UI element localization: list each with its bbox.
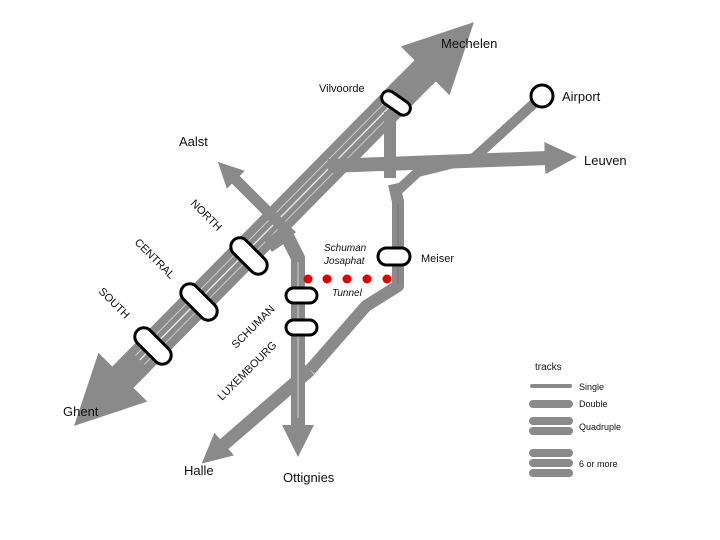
label-mechelen: Mechelen [441, 36, 497, 51]
station-vilvoorde [380, 89, 412, 117]
station-north [229, 236, 269, 276]
track-main-axis-divider-a [129, 81, 406, 362]
track-aalst [217, 161, 296, 240]
label-south: SOUTH [96, 286, 132, 322]
track-lines [74, 22, 577, 464]
legend-label-six: 6 or more [579, 459, 618, 469]
station-meiser [376, 246, 412, 267]
label-tunnel-josaphat: Josaphat [323, 256, 366, 267]
legend-label-double: Double [579, 399, 608, 409]
tunnel-dot [362, 274, 372, 284]
stations [133, 83, 555, 366]
legend-label-quadruple: Quadruple [579, 422, 621, 432]
label-north: NORTH [188, 198, 224, 234]
station-airport [529, 83, 555, 109]
legend: tracks Single Double Quadruple 6 or more [529, 362, 621, 477]
label-leuven: Leuven [584, 153, 627, 168]
label-ottignies: Ottignies [283, 470, 335, 485]
arrow-mechelen [389, 22, 474, 107]
label-luxembourg: LUXEMBOURG [216, 339, 280, 403]
legend-label-single: Single [579, 382, 604, 392]
tunnel-dot [303, 274, 313, 284]
label-meiser: Meiser [421, 253, 454, 265]
station-south [133, 326, 173, 366]
legend-title: tracks [535, 362, 562, 373]
track-airport [390, 94, 544, 198]
label-halle: Halle [184, 463, 214, 478]
label-tunnel-schuman: Schuman [324, 243, 367, 254]
label-airport: Airport [562, 89, 601, 104]
station-luxembourg [284, 318, 319, 337]
label-vilvoorde: Vilvoorde [319, 83, 365, 95]
track-main-axis-center [127, 85, 411, 373]
label-tunnel-tunnel: Tunnel [332, 288, 363, 299]
tunnel-dot [322, 274, 332, 284]
tunnel-dot [342, 274, 352, 284]
arrow-ghent [74, 349, 151, 426]
station-central [179, 282, 219, 322]
track-meiser [305, 182, 404, 374]
station-schuman [284, 286, 319, 305]
label-aalst: Aalst [179, 134, 208, 149]
tunnel-dot [382, 274, 392, 284]
label-central: CENTRAL [132, 237, 177, 282]
label-ghent: Ghent [63, 404, 99, 419]
tunnel-dots [303, 274, 392, 284]
